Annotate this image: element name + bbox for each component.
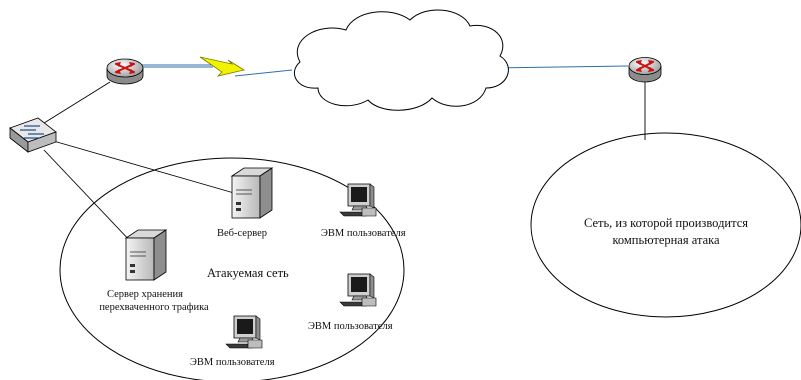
cloud-icon	[294, 9, 509, 111]
server-icon	[230, 167, 274, 219]
server-icon	[124, 229, 168, 281]
switch-router-link	[35, 81, 111, 129]
lightning-icon	[199, 56, 246, 77]
connection-lines	[35, 79, 646, 245]
attacker-network-label-line1: Сеть, из которой производится	[583, 216, 749, 230]
attacker-network-label-line2: компьютерная атака	[612, 233, 720, 247]
storage-server-label-line1: Сервер хранения	[107, 289, 183, 300]
user-pc-label: ЭВМ пользователя	[308, 321, 393, 332]
attacked-network-label: Атакуемая сеть	[207, 266, 289, 280]
switch-webserver-link	[49, 139, 235, 194]
storage-server-label-line2: перехваченного трафика	[99, 302, 209, 313]
switch-icon	[9, 117, 57, 153]
router-icon	[628, 57, 662, 83]
router-icon	[106, 58, 144, 85]
workstation-icon	[339, 183, 377, 217]
attacker-network-area	[530, 132, 801, 318]
web-server-label: Веб-сервер	[217, 228, 268, 239]
attacked-network-area	[59, 157, 405, 380]
user-pc-label: ЭВМ пользователя	[321, 228, 406, 239]
user-pc-label: ЭВМ пользователя	[190, 357, 275, 368]
right-wan-line-c	[487, 65, 629, 69]
workstation-icon	[225, 315, 263, 349]
left-wan-line-c	[234, 69, 293, 77]
switch-storage-link	[43, 149, 134, 245]
workstation-icon	[339, 273, 377, 307]
